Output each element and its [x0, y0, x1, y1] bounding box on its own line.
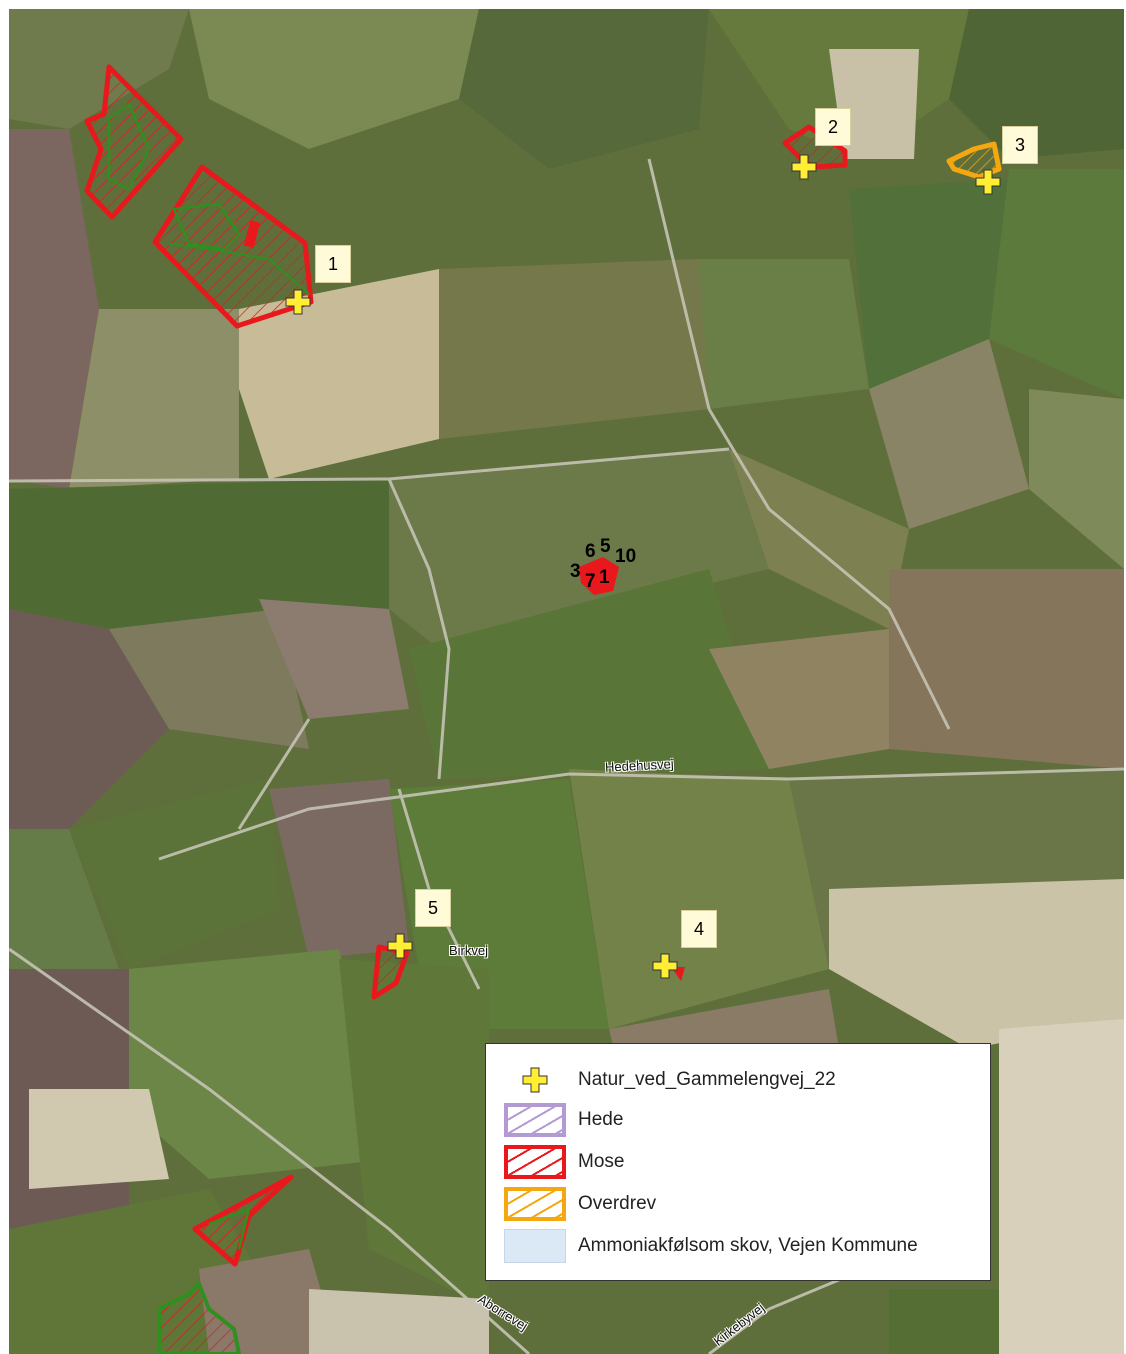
hede-hatched-swatch [504, 1103, 566, 1137]
field-patches [9, 9, 1124, 1354]
map-canvas[interactable]: 1 2 3 4 5 6 5 10 3 7 1 Hedehusvej Birkve… [9, 9, 1124, 1354]
point-marker-5[interactable] [387, 933, 413, 959]
point-label-1: 1 [315, 245, 351, 283]
point-label-5: 5 [415, 889, 451, 927]
legend-label-skov: Ammoniakfølsom skov, Vejen Kommune [578, 1235, 918, 1256]
cluster-label-3: 3 [570, 561, 581, 582]
mose-areas [84, 64, 848, 1354]
point-markers [285, 154, 1001, 979]
point-label-4: 4 [681, 910, 717, 948]
overdrev-polygon-3[interactable] [946, 141, 1002, 180]
legend-item-hede: Hede [504, 1102, 623, 1138]
overdrev-hatched-swatch [504, 1187, 566, 1221]
mose-hatched-swatch [504, 1145, 566, 1179]
point-label-2: 2 [815, 108, 851, 146]
cluster-label-7: 7 [585, 571, 596, 592]
cluster-label-5: 5 [600, 536, 611, 557]
legend-item-skov: Ammoniakfølsom skov, Vejen Kommune [504, 1228, 918, 1264]
point-marker-2[interactable] [791, 154, 817, 180]
yellow-cross-icon [504, 1063, 566, 1097]
legend-item-mose: Mose [504, 1144, 624, 1180]
legend-label-points: Natur_ved_Gammelengvej_22 [578, 1069, 836, 1090]
skov-fill-swatch [504, 1229, 566, 1263]
mose-polygon-south[interactable] [192, 1174, 294, 1267]
road-label-birkvej: Birkvej [449, 943, 489, 958]
cluster-label-6: 6 [585, 541, 596, 562]
legend-item-points: Natur_ved_Gammelengvej_22 [504, 1062, 836, 1098]
roads [9, 158, 1124, 1354]
legend-label-overdrev: Overdrev [578, 1193, 657, 1214]
aerial-map [9, 9, 1124, 1354]
legend-item-overdrev: Overdrev [504, 1186, 656, 1222]
map-legend: Natur_ved_Gammelengvej_22 Hede Mose Over… [485, 1043, 991, 1281]
cluster-label-1: 1 [599, 567, 610, 588]
point-marker-4[interactable] [652, 953, 678, 979]
point-marker-1[interactable] [285, 289, 311, 315]
legend-label-mose: Mose [578, 1151, 625, 1172]
cluster-label-10: 10 [615, 546, 637, 567]
point-marker-3[interactable] [975, 169, 1001, 195]
legend-label-hede: Hede [578, 1109, 624, 1130]
mose-cluster[interactable] [579, 557, 619, 595]
point-label-3: 3 [1002, 126, 1038, 164]
